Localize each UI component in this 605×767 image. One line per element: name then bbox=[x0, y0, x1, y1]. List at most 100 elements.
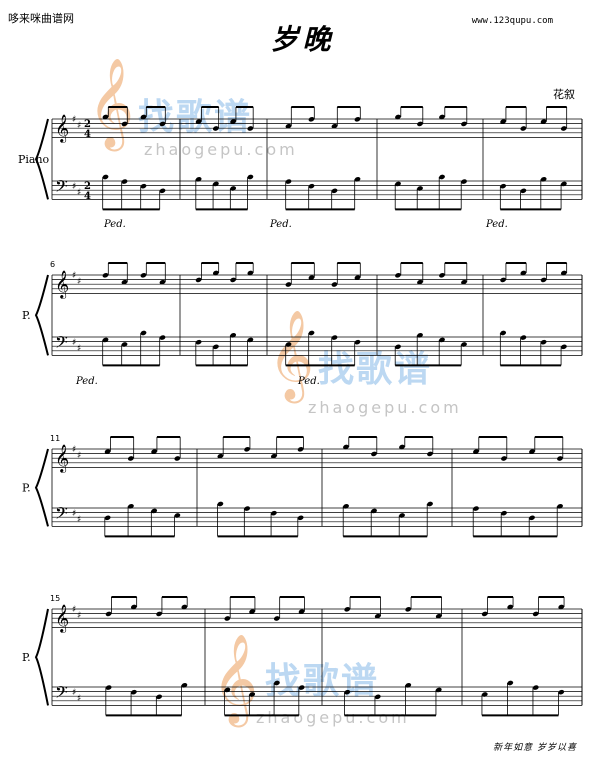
treble-clef-icon: 𝄞 bbox=[55, 270, 69, 299]
treble-note-head bbox=[140, 272, 147, 278]
bass-note-head bbox=[140, 183, 147, 189]
bass-note-head bbox=[520, 188, 527, 194]
treble-note-head bbox=[343, 444, 349, 450]
key-sharp-icon: ♯ bbox=[72, 445, 76, 455]
key-sharp-icon: ♯ bbox=[72, 509, 76, 519]
bass-note-head bbox=[230, 186, 237, 191]
bass-note-head bbox=[151, 508, 158, 514]
bass-note-head bbox=[298, 685, 305, 690]
bass-clef-icon: 𝄢 bbox=[55, 682, 68, 706]
system-brace bbox=[34, 274, 49, 356]
bass-note-head bbox=[273, 680, 280, 686]
bass-note-head bbox=[461, 342, 467, 347]
treble-note-head bbox=[102, 272, 109, 278]
bass-note-head bbox=[104, 515, 111, 521]
key-sharp-icon: ♯ bbox=[77, 277, 81, 287]
key-sharp-icon: ♯ bbox=[77, 451, 81, 461]
treble-note-head bbox=[557, 456, 563, 461]
bass-note-head bbox=[427, 501, 433, 507]
key-sharp-icon: ♯ bbox=[77, 611, 81, 621]
treble-note-head bbox=[247, 270, 254, 276]
treble-note-head bbox=[560, 270, 567, 276]
bass-note-head bbox=[212, 181, 219, 187]
bass-note-head bbox=[130, 689, 137, 695]
bass-note-head bbox=[181, 682, 188, 688]
bass-note-head bbox=[159, 188, 166, 194]
treble-note-head bbox=[558, 604, 565, 610]
treble-note-head bbox=[461, 279, 467, 285]
bass-clef-icon: 𝄢 bbox=[55, 176, 68, 200]
treble-note-head bbox=[371, 451, 377, 457]
bass-note-head bbox=[417, 332, 423, 338]
site-url[interactable]: www.123qupu.com bbox=[471, 16, 553, 26]
bass-note-head bbox=[174, 513, 181, 518]
measure-number: 6 bbox=[50, 260, 55, 269]
time-sig-bottom: 4 bbox=[84, 129, 91, 140]
treble-note-head bbox=[195, 119, 202, 124]
bass-note-head bbox=[439, 174, 445, 180]
treble-note-head bbox=[105, 611, 112, 617]
bass-note-head bbox=[247, 174, 254, 180]
treble-note-head bbox=[140, 114, 147, 120]
bass-note-head bbox=[249, 692, 256, 697]
treble-note-head bbox=[354, 116, 361, 122]
system-brace bbox=[34, 118, 49, 200]
bass-note-head bbox=[270, 510, 277, 516]
bass-note-head bbox=[308, 183, 315, 189]
treble-note-head bbox=[399, 444, 405, 450]
bass-note-head bbox=[102, 337, 109, 343]
key-sharp-icon: ♯ bbox=[77, 344, 81, 354]
bass-note-head bbox=[371, 508, 377, 514]
treble-note-head bbox=[374, 613, 381, 619]
bass-note-head bbox=[540, 176, 547, 182]
treble-note-head bbox=[121, 279, 128, 285]
treble-note-head bbox=[395, 272, 401, 278]
bass-note-head bbox=[285, 342, 292, 347]
bass-note-head bbox=[331, 188, 338, 194]
treble-clef-icon: 𝄞 bbox=[55, 114, 69, 143]
key-sharp-icon: ♯ bbox=[77, 515, 81, 525]
treble-note-head bbox=[244, 446, 251, 452]
pedal-mark: Ped. bbox=[269, 219, 292, 230]
measure-number: 11 bbox=[50, 434, 60, 443]
bass-note-head bbox=[344, 689, 351, 695]
pedal-mark: Ped. bbox=[485, 219, 508, 230]
bass-note-head bbox=[195, 339, 202, 345]
treble-note-head bbox=[540, 119, 547, 124]
bass-note-head bbox=[501, 510, 507, 516]
treble-note-head bbox=[405, 606, 412, 612]
treble-note-head bbox=[417, 279, 423, 285]
bass-note-head bbox=[297, 515, 304, 521]
bass-note-head bbox=[532, 685, 539, 690]
bass-note-head bbox=[308, 330, 315, 336]
treble-note-head bbox=[217, 453, 224, 459]
treble-note-head bbox=[195, 277, 202, 283]
treble-note-head bbox=[104, 449, 111, 454]
instrument-label: P. bbox=[22, 309, 31, 322]
treble-note-head bbox=[439, 114, 445, 120]
bass-note-head bbox=[374, 694, 381, 700]
treble-note-head bbox=[354, 275, 361, 280]
key-sharp-icon: ♯ bbox=[77, 121, 81, 131]
bass-note-head bbox=[435, 687, 442, 693]
bass-note-head bbox=[354, 176, 361, 182]
bass-note-head bbox=[127, 503, 134, 509]
treble-note-head bbox=[298, 609, 305, 614]
treble-note-head bbox=[249, 609, 256, 614]
score-title: 岁晚 bbox=[270, 23, 335, 56]
treble-note-head bbox=[270, 453, 277, 459]
pedal-mark: Ped. bbox=[297, 376, 320, 387]
bass-note-head bbox=[230, 332, 237, 338]
treble-note-head bbox=[500, 277, 507, 283]
treble-note-head bbox=[247, 126, 254, 131]
treble-note-head bbox=[417, 121, 423, 127]
treble-note-head bbox=[174, 456, 181, 461]
time-sig-top: 2 bbox=[84, 181, 91, 192]
bass-note-head bbox=[405, 682, 412, 688]
treble-note-head bbox=[102, 114, 109, 120]
instrument-label: P. bbox=[22, 482, 31, 495]
bass-note-head bbox=[399, 513, 405, 518]
treble-note-head bbox=[532, 611, 539, 617]
treble-note-head bbox=[481, 611, 488, 617]
